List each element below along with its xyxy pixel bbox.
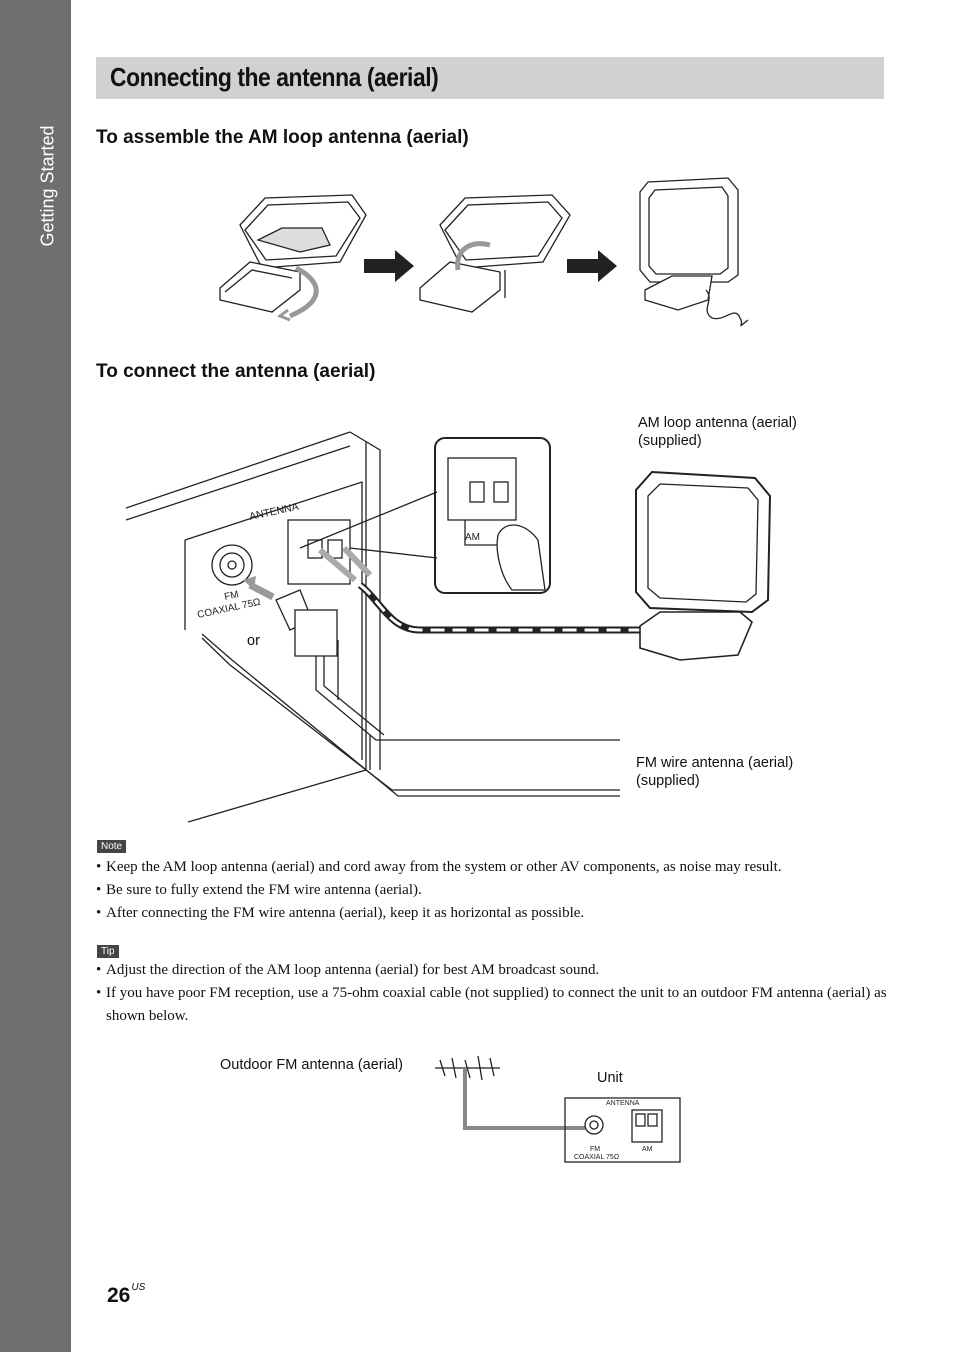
or-label: or [247, 633, 260, 649]
terminal-zoom-callout [299, 437, 551, 594]
fm-wire-label: FM wire antenna (aerial) (supplied) [636, 755, 794, 789]
tip-badge: Tip [97, 945, 119, 958]
am-loop-label: AM loop antenna (aerial) (supplied) [638, 415, 797, 449]
zoom-am-label: AM [465, 532, 480, 543]
unit-rear-panel-illustration [125, 431, 620, 823]
connect-heading: To connect the antenna (aerial) [96, 361, 376, 382]
outdoor-fm-antenna-icon [435, 1055, 585, 1130]
outdoor-antenna-label: Outdoor FM antenna (aerial) [220, 1057, 403, 1073]
page-title: Connecting the antenna (aerial) [110, 62, 439, 92]
tip-item: Adjust the direction of the AM loop ante… [96, 959, 896, 982]
page-number: 26US [107, 1282, 146, 1307]
step-arrow-icon [567, 250, 617, 282]
page-title-bar: Connecting the antenna (aerial) [96, 57, 884, 99]
unit-label: Unit [597, 1070, 623, 1086]
panel-fm-label: FM [223, 589, 239, 603]
note-item: After connecting the FM wire antenna (ae… [96, 902, 896, 925]
note-list: Keep the AM loop antenna (aerial) and co… [96, 856, 896, 925]
assemble-heading: To assemble the AM loop antenna (aerial) [96, 127, 469, 148]
note-item: Be sure to fully extend the FM wire ante… [96, 879, 896, 902]
small-panel-coaxial-label: COAXIAL 75Ω [574, 1154, 619, 1161]
small-panel-fm-label: FM [590, 1146, 600, 1153]
tip-item: If you have poor FM reception, use a 75-… [96, 982, 896, 1028]
small-panel-antenna-label: ANTENNA [606, 1100, 640, 1107]
am-loop-antenna-illustration [635, 470, 772, 661]
fm-wire-antenna-illustration [201, 633, 620, 797]
am-loop-assembly-step2-illustration [419, 194, 571, 313]
unit-panel-small [564, 1097, 681, 1163]
am-loop-assembly-step1-illustration [219, 194, 367, 322]
section-sidebar: Getting Started [0, 0, 71, 1352]
step-arrow-icon [364, 250, 414, 282]
tip-list: Adjust the direction of the AM loop ante… [96, 959, 896, 1028]
page-number-suffix: US [131, 1282, 146, 1293]
note-item: Keep the AM loop antenna (aerial) and co… [96, 856, 896, 879]
note-badge: Note [97, 840, 127, 853]
am-loop-assembled-illustration [639, 177, 749, 327]
small-panel-am-label: AM [642, 1146, 653, 1153]
